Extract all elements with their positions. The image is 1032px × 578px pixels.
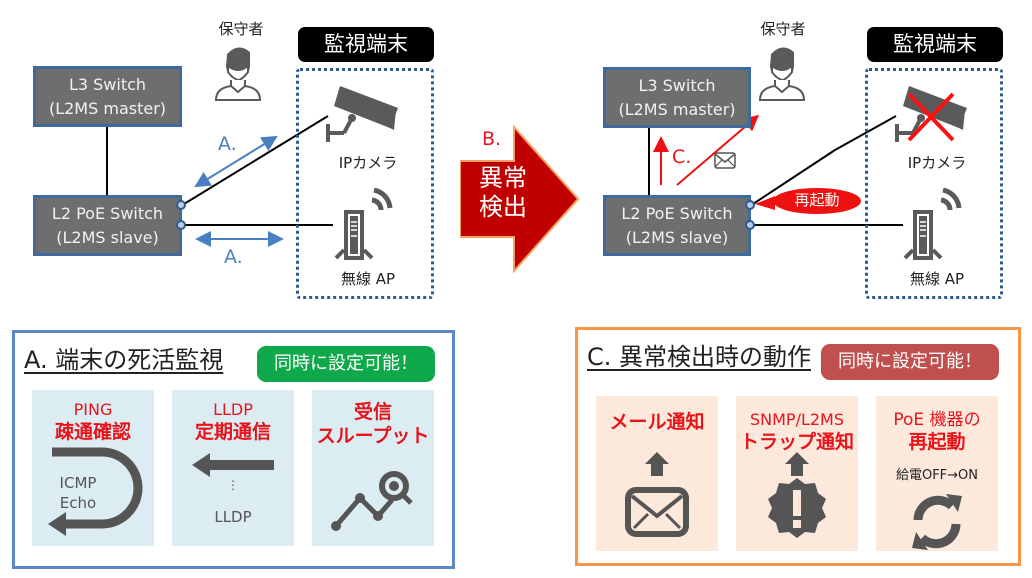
graph-search-icon [331,471,413,531]
tile-poe-title: PoE 機器の [893,410,981,430]
switch-port-1-right [745,200,755,210]
ping-arrow-camera [194,135,278,188]
panel-a-title: A. 端末の死活監視 [24,346,224,374]
l2-poe-switch[interactable]: L2 PoE Switch (L2MS slave) [33,195,182,256]
monitored-terminal-group-right [865,68,1003,299]
ip-camera-icon [326,86,406,148]
wireless-ap-label-right: 無線 AP [909,270,965,288]
anomaly-line1: 異常 [479,164,527,192]
tile-lldp-subtitle: 定期通信 [194,421,271,443]
switch-port-1 [176,200,186,210]
step-a-label-bottom: A. [224,246,243,268]
tile-lldp: LLDP 定期通信 ⋮ LLDP [172,390,294,546]
mail-upload-icon [625,452,689,537]
step-c-label: C. [672,146,692,168]
panel-c-badge: 同時に設定可能！ [821,344,999,380]
tile-snmp-trap: SNMP/L2MS トラップ通知 [736,396,858,551]
l2-switch-name-right: L2 PoE Switch [621,203,733,223]
tile-throughput: 受信 スループット [312,390,434,546]
l3-switch-role-right: (L2MS master) [618,99,736,119]
left-arrow-icon [192,453,274,477]
tile-snmp-title: SNMP/L2MS [749,410,845,429]
ip-camera-label-right: IPカメラ [907,154,967,172]
monitored-terminal-tag-right: 監視端末 [867,27,1003,62]
l2-switch-role-right: (L2MS slave) [625,227,729,247]
anomaly-detection-text: 異常 検出 [468,164,538,222]
reboot-callout [755,186,875,220]
tile-ping-protocol: ICMP Echo [32,473,124,513]
maintainer-icon-right [756,42,808,108]
panel-c-title: C. 異常検出時の動作 [587,343,812,371]
tile-mail-title: メール通知 [609,411,705,433]
tile-ping-subtitle: 疎通確認 [54,421,131,443]
l2-poe-switch-right[interactable]: L2 PoE Switch (L2MS slave) [603,195,751,256]
monitored-terminal-group [296,68,434,299]
step-a-label-top: A. [218,133,237,155]
tile-poe-power-cycle: 給電OFF→ON [895,468,979,483]
l3-switch-role: (L2MS master) [48,98,167,118]
maintainer-icon [212,42,264,108]
l2-switch-role: (L2MS slave) [56,227,159,247]
step-b-label: B. [482,128,502,150]
tile-lldp-protocol: LLDP [214,508,252,526]
ellipsis-icon: ⋮ [227,478,239,492]
l3-switch-name: L3 Switch [68,74,147,94]
l3-switch-right[interactable]: L3 Switch (L2MS master) [603,67,751,128]
reboot-callout-text: 再起動 [794,191,840,209]
icmp-label: ICMP [59,474,97,492]
l2-camera-link-right [752,149,836,205]
maintainer-label: 保守者 [218,20,264,38]
panel-keepalive-monitoring: A. 端末の死活監視 同時に設定可能！ PING 疎通確認 ICMP Echo L… [12,330,455,569]
refresh-icon [912,494,962,550]
tile-throughput-subtitle: スループット [316,425,430,447]
switch-port-2 [176,220,186,230]
switch-port-2-right [745,220,755,230]
tile-lldp-title: LLDP [213,400,253,419]
ip-camera-label: IPカメラ [338,154,398,172]
maintainer-label-right: 保守者 [760,20,806,38]
tile-poe-subtitle: 再起動 [908,431,966,453]
wireless-ap-icon [334,187,394,268]
anomaly-line2: 検出 [479,193,527,221]
echo-label: Echo [59,494,97,512]
l3-switch[interactable]: L3 Switch (L2MS master) [33,66,182,127]
l2-switch-name: L2 PoE Switch [51,203,164,223]
tile-ping-title: PING [73,400,113,419]
panel-a-badge: 同時に設定可能！ [257,346,435,382]
wireless-ap-label: 無線 AP [340,270,396,288]
mail-icon [714,152,736,173]
monitored-terminal-tag: 監視端末 [298,27,434,62]
tile-ping: PING 疎通確認 ICMP Echo [32,390,154,546]
u-turn-arrow-icon [48,447,143,536]
tile-mail-notify: メール通知 [596,396,718,551]
notify-arrow-maintainer [676,114,760,186]
panel-anomaly-actions: C. 異常検出時の動作 同時に設定可能！ メール通知 SNMP/L2MS トラッ… [575,327,1021,566]
alert-upload-icon [768,452,826,538]
tile-throughput-title: 受信 [353,401,392,423]
ip-camera-failed-icon [895,86,975,148]
l3-switch-name-right: L3 Switch [638,75,716,95]
wireless-ap-icon-right [903,187,963,268]
tile-snmp-subtitle: トラップ通知 [739,431,854,453]
tile-poe-reboot: PoE 機器の 再起動 給電OFF→ON [876,396,998,551]
anomaly-detection-arrow [459,124,580,278]
